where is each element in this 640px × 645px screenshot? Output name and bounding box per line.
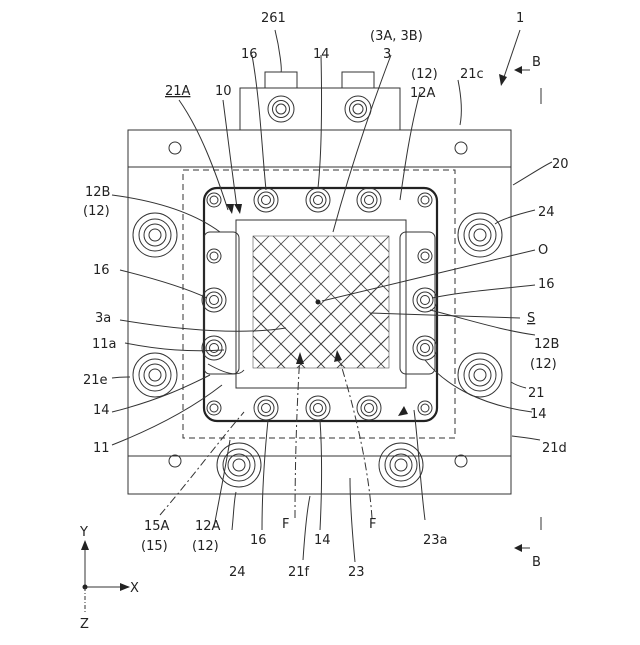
- label-O: O: [538, 243, 548, 258]
- label-15A: 15A: [144, 519, 170, 534]
- label-24-bottom: 24: [229, 565, 246, 580]
- frame-screw: [207, 249, 221, 263]
- label-1: 1: [516, 11, 524, 26]
- label-261: 261: [261, 11, 286, 26]
- label-14-left: 14: [93, 403, 110, 418]
- label-16-bottom: 16: [250, 533, 267, 548]
- label-12-bottom: (12): [192, 539, 219, 554]
- label-15: (15): [141, 539, 168, 554]
- label-axis-z: Z: [80, 617, 89, 632]
- axis-triad: [81, 540, 130, 612]
- connector-block: [240, 72, 400, 130]
- label-14-right: 14: [530, 407, 547, 422]
- label-21d: 21d: [542, 441, 567, 456]
- label-23: 23: [348, 565, 365, 580]
- label-12-right: (12): [530, 357, 557, 372]
- arrow-10: [234, 204, 242, 214]
- label-F-right: F: [369, 517, 376, 532]
- label-3a: 3a: [95, 311, 111, 326]
- frame-screw: [418, 401, 432, 415]
- label-21e: 21e: [83, 373, 108, 388]
- frame-screw: [254, 396, 278, 420]
- frame-screw: [413, 336, 437, 360]
- label-3a3b: (3A, 3B): [370, 29, 423, 44]
- frame-screw: [357, 396, 381, 420]
- label-20: 20: [552, 157, 569, 172]
- label-11: 11: [93, 441, 110, 456]
- label-12B-right: 12B: [534, 337, 559, 352]
- frame-screw: [418, 249, 432, 263]
- label-14-bottom: 14: [314, 533, 331, 548]
- label-16-right: 16: [538, 277, 555, 292]
- label-axis-y: Y: [79, 525, 88, 540]
- base-plate: [128, 130, 511, 494]
- section-marker-top: [514, 66, 541, 104]
- label-12-top: (12): [411, 67, 438, 82]
- label-16-left: 16: [93, 263, 110, 278]
- label-12A-top: 12A: [410, 86, 436, 101]
- center-point: [316, 300, 321, 305]
- leader-15A: [160, 412, 244, 515]
- label-B-bottom: B: [532, 555, 541, 570]
- frame-screw: [207, 401, 221, 415]
- leader-lines: [112, 30, 552, 562]
- force-arrow-left-head: [296, 352, 304, 364]
- frame-screw: [306, 396, 330, 420]
- label-axis-x: X: [130, 581, 139, 596]
- section-marker-bottom: [514, 517, 541, 552]
- label-14-top: 14: [313, 47, 330, 62]
- frame-screw: [413, 288, 437, 312]
- label-12A-bottom: 12A: [195, 519, 221, 534]
- arrow-1-line: [503, 30, 520, 80]
- label-21c: 21c: [460, 67, 484, 82]
- frame-screw: [254, 188, 278, 212]
- label-B-top: B: [532, 55, 541, 70]
- label-12B-left: 12B: [85, 185, 110, 200]
- frame-screw: [357, 188, 381, 212]
- label-24-right: 24: [538, 205, 555, 220]
- frame-screw: [202, 288, 226, 312]
- label-S: S: [527, 311, 535, 326]
- label-12-left: (12): [83, 204, 110, 219]
- label-F-left: F: [282, 517, 289, 532]
- frame-screw: [202, 336, 226, 360]
- arrow-1-head: [499, 74, 507, 86]
- frame-screw: [306, 188, 330, 212]
- label-11a: 11a: [92, 337, 117, 352]
- label-10: 10: [215, 84, 232, 99]
- label-23a: 23a: [423, 533, 448, 548]
- arrow-23a: [398, 406, 408, 416]
- label-16-top: 16: [241, 47, 258, 62]
- label-21: 21: [528, 386, 545, 401]
- label-21f: 21f: [288, 565, 310, 580]
- frame-screw: [207, 193, 221, 207]
- label-3: 3: [383, 47, 391, 62]
- label-21A: 21A: [165, 84, 191, 99]
- force-arrow-right-head: [334, 350, 342, 362]
- frame-screw: [418, 193, 432, 207]
